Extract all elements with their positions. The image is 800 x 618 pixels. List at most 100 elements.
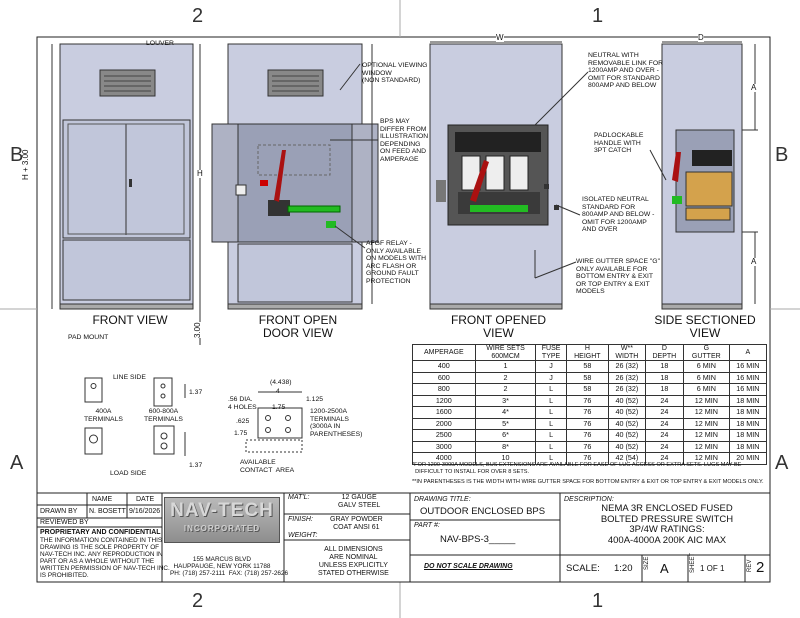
table-cell: 24	[644, 394, 684, 407]
table-cell: 76	[565, 417, 609, 430]
table-cell: 600	[412, 371, 476, 384]
table-cell: 8*	[474, 440, 537, 453]
table-cell: 18	[644, 360, 684, 373]
size-value: A	[660, 561, 669, 576]
dim-625: .625	[236, 418, 250, 425]
table-cell: 2	[474, 383, 537, 396]
finish-value: GRAY POWDER COAT ANSI 61	[330, 516, 383, 531]
table-cell: 18 MIN	[728, 394, 768, 407]
table-cell: 18	[644, 383, 684, 396]
drawn-by-label: DRAWN BY	[40, 508, 78, 515]
dim-a-bottom: A	[751, 257, 757, 266]
table-cell: L	[535, 452, 567, 465]
column-header: G GUTTER	[682, 344, 730, 361]
scale-label: SCALE:	[566, 563, 600, 574]
table-cell: 58	[565, 360, 609, 373]
dim-4: 4	[276, 388, 280, 395]
zone-a-left: A	[10, 452, 24, 474]
table-cell: 76	[565, 406, 609, 419]
part-label: PART #:	[414, 522, 440, 529]
table-cell: 24	[644, 429, 684, 442]
table-cell: 40 (52)	[607, 406, 646, 419]
callout-wire-gutter: WIRE GUTTER SPACE "G" ONLY AVAILABLE FOR…	[576, 258, 661, 296]
table-cell: 24	[644, 440, 684, 453]
nav-tech-logo: NAV-TECH INCORPORATED	[164, 497, 280, 543]
table-cell: 12 MIN	[682, 417, 730, 430]
drawn-by-value: N. BOSETTI	[89, 508, 128, 515]
table-cell: 18 MIN	[728, 440, 768, 453]
column-header: AMPERAGE	[412, 344, 476, 361]
proprietary-text: THE INFORMATION CONTAINED IN THIS DRAWIN…	[40, 537, 170, 579]
reviewed-by-label: REVIEWED BY	[40, 519, 89, 526]
dim-1-75-a: 1.75	[272, 404, 286, 411]
dim-h: H	[197, 169, 203, 178]
table-cell: 40 (52)	[607, 394, 646, 407]
table-cell: 16 MIN	[728, 360, 768, 373]
front-opened-cabinet	[429, 43, 563, 310]
callout-pad-mount: PAD MOUNT	[68, 334, 109, 341]
table-cell: 6 MIN	[682, 360, 730, 373]
sheet-label: SHEET	[690, 552, 696, 573]
drawing-title-label: DRAWING TITLE:	[414, 496, 471, 503]
table-cell: 24	[644, 417, 684, 430]
table-note-1: *FOR 1200-3000A MODELS, BUS EXTENSIONS A…	[412, 462, 742, 475]
table-cell: J	[535, 371, 567, 384]
do-not-scale: DO NOT SCALE DRAWING	[424, 563, 513, 570]
table-cell: 3000	[412, 440, 476, 453]
table-cell: 40 (52)	[607, 429, 646, 442]
table-cell: L	[535, 429, 567, 442]
terminal-1200-2500a-label: 1200-2500A TERMINALS (3000A IN PARENTHES…	[310, 408, 363, 438]
dim-h-plus-3: H + 3.00	[21, 149, 30, 180]
terminal-400a-label: 400A TERMINALS	[84, 408, 123, 423]
table-cell: 76	[565, 394, 609, 407]
table-cell: 800	[412, 383, 476, 396]
table-cell: 20 MIN	[728, 452, 768, 465]
table-cell: 12 MIN	[682, 406, 730, 419]
table-cell: 6 MIN	[682, 383, 730, 396]
proprietary-title: PROPRIETARY AND CONFIDENTIAL	[40, 529, 161, 536]
finish-label: FINISH:	[288, 516, 313, 523]
front-view-cabinet	[59, 43, 194, 310]
callout-padlock: PADLOCKABLE HANDLE WITH 3PT CATCH	[594, 132, 644, 155]
table-cell: 58	[565, 383, 609, 396]
table-cell: 58	[565, 371, 609, 384]
dim-3: 3.00	[193, 322, 202, 338]
table-cell: 12 MIN	[682, 429, 730, 442]
table-cell: 1	[474, 360, 537, 373]
table-cell: 26 (32)	[607, 371, 646, 384]
table-cell: 400	[412, 360, 476, 373]
drawn-date-value: 9/16/2026	[129, 508, 161, 515]
table-cell: 16 MIN	[728, 371, 768, 384]
zone-1-bottom: 1	[592, 590, 604, 612]
table-cell: 2000	[412, 417, 476, 430]
callout-isolated-neutral: ISOLATED NEUTRAL STANDARD FOR 800AMP AND…	[582, 196, 655, 234]
name-header: NAME	[92, 496, 113, 503]
front-opened-view-title: FRONT OPENED VIEW	[450, 313, 547, 340]
terminal-600-800a-label: 600-800A TERMINALS	[144, 408, 183, 423]
table-cell: 24	[644, 406, 684, 419]
table-cell: J	[535, 360, 567, 373]
table-cell: 18	[644, 371, 684, 384]
table-cell: 12 MIN	[682, 394, 730, 407]
dim-4-438: (4.438)	[270, 379, 292, 386]
front-view-title: FRONT VIEW	[92, 313, 168, 327]
sheet-value: 1 OF 1	[700, 564, 725, 573]
zone-2-bottom: 2	[192, 590, 204, 612]
table-cell: 18 MIN	[728, 429, 768, 442]
table-cell: 4000	[412, 452, 476, 465]
callout-louver: LOUVER	[146, 40, 174, 47]
zone-a-right: A	[775, 452, 789, 474]
dim-d: D	[698, 33, 704, 42]
date-header: DATE	[136, 496, 155, 503]
front-open-door-view-title: FRONT OPEN DOOR VIEW	[258, 313, 338, 340]
available-contact-area: AVAILABLE CONTACT AREA	[240, 459, 295, 474]
table-cell: 6 MIN	[682, 371, 730, 384]
